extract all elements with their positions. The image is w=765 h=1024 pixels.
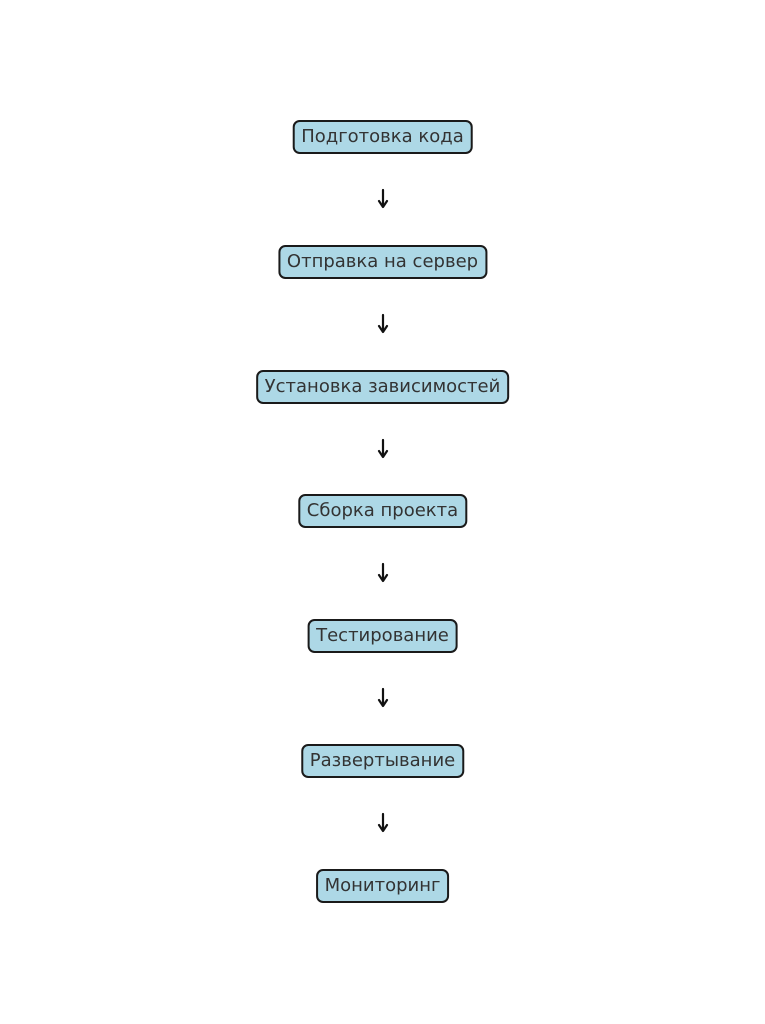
arrow-down-icon <box>377 188 388 209</box>
step-monitoring: Мониторинг <box>315 869 450 903</box>
step-build-project: Сборка проекта <box>297 494 468 528</box>
step-install-dependencies: Установка зависимостей <box>255 370 510 404</box>
step-send-to-server: Отправка на сервер <box>277 245 488 279</box>
arrow-down-icon <box>377 687 388 708</box>
arrow-down-icon <box>377 562 388 583</box>
step-testing: Тестирование <box>307 619 458 653</box>
arrow-down-icon <box>377 438 388 459</box>
step-deployment: Развертывание <box>300 744 465 778</box>
arrow-down-icon <box>377 812 388 833</box>
step-code-preparation: Подготовка кода <box>292 120 473 154</box>
arrow-down-icon <box>377 313 388 334</box>
